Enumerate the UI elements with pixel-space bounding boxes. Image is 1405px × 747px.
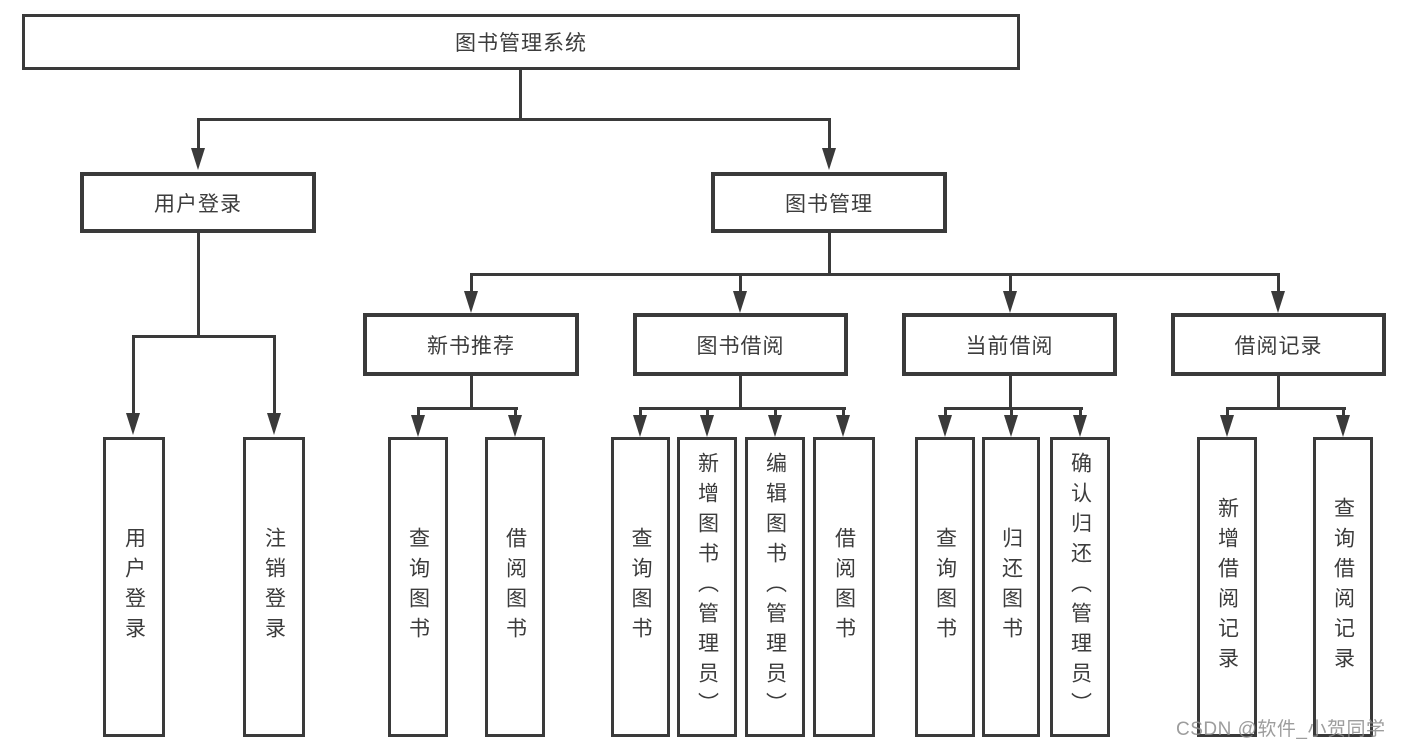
leaf-bb-query-books-label: 查询图书 bbox=[629, 527, 652, 647]
leaf-user-login-label: 用户登录 bbox=[122, 527, 146, 647]
connector-v bbox=[1277, 273, 1280, 291]
arrow-down-icon bbox=[411, 415, 425, 437]
node-book-management-label: 图书管理 bbox=[785, 192, 873, 216]
connector-v bbox=[197, 233, 200, 335]
leaf-br-query-record: 查询借阅记录 bbox=[1313, 437, 1373, 737]
connector-v bbox=[1342, 407, 1345, 415]
node-root-label: 图书管理系统 bbox=[455, 32, 587, 55]
arrow-down-icon bbox=[1336, 415, 1350, 437]
connector-v bbox=[739, 376, 742, 407]
leaf-nbr-query-books: 查询图书 bbox=[388, 437, 448, 737]
connector-v bbox=[706, 407, 709, 415]
leaf-cb-return-books: 归还图书 bbox=[982, 437, 1040, 737]
arrow-down-icon bbox=[700, 415, 714, 437]
leaf-cb-query-books: 查询图书 bbox=[915, 437, 975, 737]
leaf-logout: 注销登录 bbox=[243, 437, 305, 737]
connector-v bbox=[273, 335, 276, 413]
arrow-down-icon bbox=[1220, 415, 1234, 437]
connector-v bbox=[470, 273, 473, 291]
watermark: CSDN @软件_小贺同学 bbox=[1176, 719, 1386, 740]
node-new-book-recommend: 新书推荐 bbox=[363, 313, 579, 376]
connector-h bbox=[197, 118, 831, 121]
arrow-down-icon bbox=[1073, 415, 1087, 437]
arrow-down-icon bbox=[1003, 291, 1017, 313]
leaf-logout-label: 注销登录 bbox=[262, 527, 286, 647]
leaf-cb-confirm-return-admin-label: 确认归还（管理员） bbox=[1068, 452, 1092, 722]
connector-v bbox=[1226, 407, 1229, 415]
leaf-bb-query-books: 查询图书 bbox=[611, 437, 670, 737]
leaf-cb-confirm-return-admin: 确认归还（管理员） bbox=[1050, 437, 1110, 737]
arrow-down-icon bbox=[464, 291, 478, 313]
leaf-bb-add-books-admin: 新增图书（管理员） bbox=[677, 437, 737, 737]
node-current-borrowing: 当前借阅 bbox=[902, 313, 1117, 376]
connector-v bbox=[197, 118, 200, 148]
leaf-nbr-query-books-label: 查询图书 bbox=[406, 527, 430, 647]
leaf-bb-add-books-admin-label: 新增图书（管理员） bbox=[695, 452, 719, 722]
connector-h bbox=[417, 407, 518, 410]
node-user-login-label: 用户登录 bbox=[154, 192, 242, 216]
leaf-user-login: 用户登录 bbox=[103, 437, 165, 737]
arrow-down-icon bbox=[1004, 415, 1018, 437]
leaf-bb-borrow-books: 借阅图书 bbox=[813, 437, 875, 737]
connector-v bbox=[739, 273, 742, 291]
node-book-borrowing-label: 图书借阅 bbox=[696, 334, 785, 358]
node-borrowing-records: 借阅记录 bbox=[1171, 313, 1386, 376]
connector-h bbox=[470, 273, 1280, 276]
arrow-down-icon bbox=[733, 291, 747, 313]
node-root: 图书管理系统 bbox=[22, 14, 1020, 70]
node-user-login: 用户登录 bbox=[80, 172, 316, 233]
leaf-bb-edit-books-admin-label: 编辑图书（管理员） bbox=[763, 452, 787, 722]
connector-v bbox=[470, 376, 473, 407]
leaf-bb-borrow-books-label: 借阅图书 bbox=[832, 527, 856, 647]
arrow-down-icon bbox=[267, 413, 281, 435]
connector-v bbox=[1009, 273, 1012, 291]
leaf-br-query-record-label: 查询借阅记录 bbox=[1331, 497, 1355, 677]
node-new-book-recommend-label: 新书推荐 bbox=[427, 334, 515, 358]
arrow-down-icon bbox=[191, 148, 205, 170]
connector-v bbox=[1277, 376, 1280, 407]
arrow-down-icon bbox=[633, 415, 647, 437]
connector-v bbox=[519, 70, 522, 118]
connector-v bbox=[842, 407, 845, 415]
connector-v bbox=[1009, 376, 1012, 407]
leaf-br-add-record: 新增借阅记录 bbox=[1197, 437, 1257, 737]
arrow-down-icon bbox=[768, 415, 782, 437]
connector-v bbox=[417, 407, 420, 415]
connector-v bbox=[1079, 407, 1082, 415]
node-current-borrowing-label: 当前借阅 bbox=[965, 334, 1054, 358]
connector-v bbox=[944, 407, 947, 415]
leaf-nbr-borrow-books-label: 借阅图书 bbox=[503, 527, 527, 647]
connector-v bbox=[639, 407, 642, 415]
leaf-nbr-borrow-books: 借阅图书 bbox=[485, 437, 545, 737]
connector-v bbox=[1010, 407, 1013, 415]
arrow-down-icon bbox=[836, 415, 850, 437]
arrow-down-icon bbox=[1271, 291, 1285, 313]
arrow-down-icon bbox=[126, 413, 140, 435]
node-borrowing-records-label: 借阅记录 bbox=[1234, 334, 1323, 358]
node-book-borrowing: 图书借阅 bbox=[633, 313, 848, 376]
connector-v bbox=[774, 407, 777, 415]
connector-h bbox=[132, 335, 276, 338]
leaf-cb-return-books-label: 归还图书 bbox=[999, 527, 1023, 647]
leaf-br-add-record-label: 新增借阅记录 bbox=[1215, 497, 1239, 677]
connector-v bbox=[132, 335, 135, 413]
connector-v bbox=[514, 407, 517, 415]
connector-h bbox=[639, 407, 846, 410]
arrow-down-icon bbox=[508, 415, 522, 437]
connector-h bbox=[1226, 407, 1346, 410]
node-book-management: 图书管理 bbox=[711, 172, 947, 233]
arrow-down-icon bbox=[938, 415, 952, 437]
leaf-cb-query-books-label: 查询图书 bbox=[933, 527, 957, 647]
connector-v bbox=[828, 118, 831, 148]
leaf-bb-edit-books-admin: 编辑图书（管理员） bbox=[745, 437, 805, 737]
connector-v bbox=[828, 233, 831, 273]
arrow-down-icon bbox=[822, 148, 836, 170]
connector-h bbox=[944, 407, 1083, 410]
